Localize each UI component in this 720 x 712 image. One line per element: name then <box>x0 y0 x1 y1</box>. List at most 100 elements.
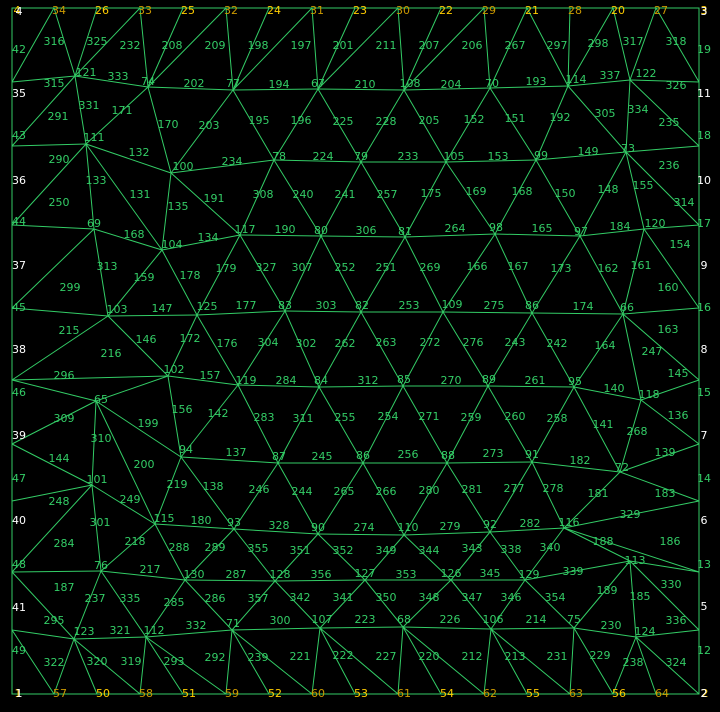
node-label: 127 <box>355 567 376 580</box>
element-label: 185 <box>630 590 651 603</box>
element-label: 306 <box>356 224 377 237</box>
mesh-edge <box>74 7 141 77</box>
mesh-edge <box>403 87 491 91</box>
mesh-edge <box>489 7 528 89</box>
boundary-node-label: 35 <box>12 87 26 100</box>
element-label: 240 <box>293 188 314 201</box>
boundary-node-label: 44 <box>12 215 26 228</box>
mesh-edge <box>274 533 319 582</box>
node-label: 120 <box>645 217 666 230</box>
mesh-edge <box>147 7 227 88</box>
node-label: 105 <box>444 150 465 163</box>
mesh-edge <box>629 560 700 631</box>
boundary-node-label: 39 <box>12 429 26 442</box>
mesh-edge <box>402 626 492 630</box>
mesh-edge <box>487 385 575 388</box>
mesh-edge <box>11 307 109 317</box>
element-label: 214 <box>526 613 547 626</box>
node-label: 65 <box>94 393 108 406</box>
boundary-node-label: 53 <box>354 687 368 700</box>
element-label: 314 <box>674 196 695 209</box>
mesh-edge <box>145 636 227 695</box>
element-label: 147 <box>152 302 173 315</box>
mesh-edge <box>154 523 186 581</box>
element-label: 351 <box>290 544 311 557</box>
mesh-edge <box>579 235 624 315</box>
element-label: 309 <box>54 412 75 425</box>
mesh-edge <box>53 7 76 77</box>
mesh-edge <box>360 89 405 163</box>
mesh-edge <box>180 456 279 464</box>
mesh-edge <box>643 228 700 309</box>
node-label: 94 <box>179 443 193 456</box>
boundary-node-label: 13 <box>697 558 711 571</box>
boundary-node-label: 51 <box>182 687 196 700</box>
mesh-edge <box>362 462 405 536</box>
mesh-edge <box>531 235 581 314</box>
boundary-node-label: 56 <box>612 687 626 700</box>
element-label: 133 <box>86 174 107 187</box>
element-label: 230 <box>601 619 622 632</box>
node-label: 125 <box>197 300 218 313</box>
boundary-node-label: 3 <box>701 4 708 17</box>
mesh-edge <box>277 386 320 464</box>
mesh-edge <box>622 313 642 401</box>
element-label: 181 <box>588 487 609 500</box>
mesh-edge <box>442 311 489 387</box>
element-label: 331 <box>79 99 100 112</box>
mesh-edge <box>73 638 98 695</box>
element-label: 134 <box>198 231 219 244</box>
element-label: 301 <box>90 516 111 529</box>
mesh-edge <box>320 235 362 313</box>
boundary-node-label: 15 <box>697 386 711 399</box>
mesh-edge <box>531 312 575 388</box>
boundary-node-label: 5 <box>701 600 708 613</box>
mesh-edge <box>145 636 184 695</box>
mesh-edge <box>531 386 575 463</box>
boundary-node-label: 50 <box>96 687 110 700</box>
element-label: 321 <box>110 624 131 637</box>
mesh-edge <box>445 161 496 235</box>
boundary-node-label: 30 <box>396 4 410 17</box>
mesh-edge <box>74 75 87 145</box>
element-label: 287 <box>226 568 247 581</box>
element-label: 250 <box>49 196 70 209</box>
mesh-edge <box>573 386 621 473</box>
element-label: 265 <box>334 485 355 498</box>
boundary-node-label: 47 <box>12 472 26 485</box>
element-label: 263 <box>376 336 397 349</box>
node-label: 78 <box>272 150 286 163</box>
element-label: 339 <box>563 565 584 578</box>
boundary-node-label: 27 <box>654 4 668 17</box>
node-label: 90 <box>311 521 325 534</box>
boundary-node-label: 8 <box>701 343 708 356</box>
element-label: 184 <box>610 220 631 233</box>
mesh-edge <box>145 629 233 638</box>
element-label: 206 <box>462 39 483 52</box>
boundary-node-label: 58 <box>139 687 153 700</box>
mesh-edge <box>317 533 366 581</box>
element-label: 335 <box>120 592 141 605</box>
node-label: 97 <box>574 225 588 238</box>
element-label: 164 <box>595 339 616 352</box>
element-label: 278 <box>543 482 564 495</box>
mesh-edge <box>284 310 362 313</box>
element-label: 189 <box>597 584 618 597</box>
boundary-node-label: 25 <box>181 4 195 17</box>
element-label: 332 <box>186 619 207 632</box>
element-label: 261 <box>525 374 546 387</box>
element-label: 245 <box>312 450 333 463</box>
mesh-edge <box>11 143 87 147</box>
boundary-node-label: 36 <box>12 174 26 187</box>
element-label: 324 <box>666 656 687 669</box>
mesh-edge <box>11 375 169 381</box>
boundary-node-label: 23 <box>353 4 367 17</box>
element-label: 228 <box>376 115 397 128</box>
mesh-edge <box>11 629 75 640</box>
mesh-edge <box>233 528 276 582</box>
node-label: 121 <box>76 66 97 79</box>
node-label: 124 <box>635 625 656 638</box>
boundary-node-label: 29 <box>482 4 496 17</box>
mesh-edge <box>139 636 147 695</box>
element-label: 132 <box>129 146 150 159</box>
